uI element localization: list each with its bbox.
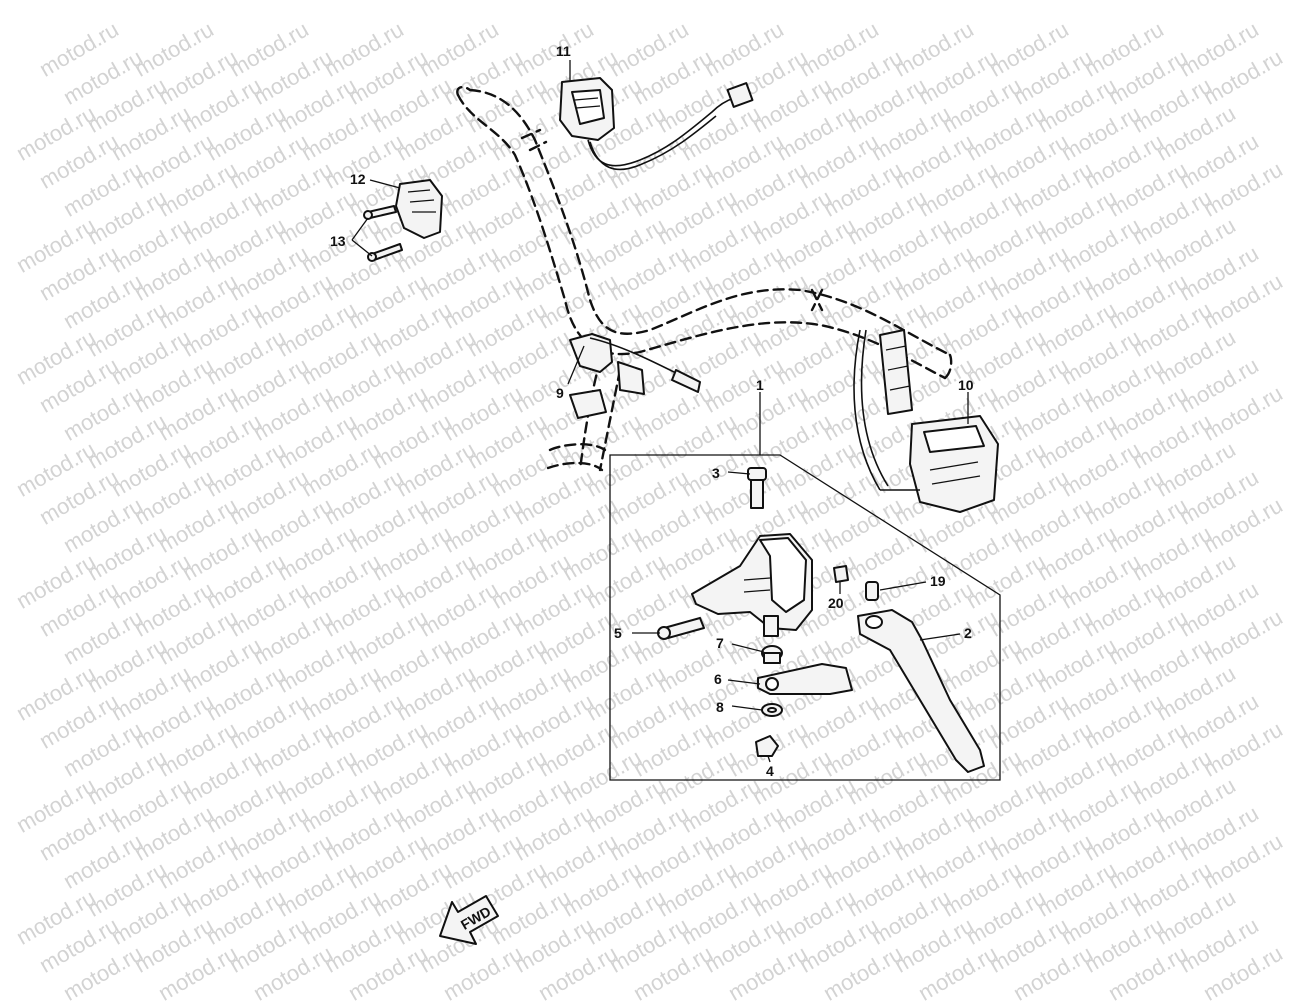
- callout-10: 10: [958, 377, 974, 393]
- switch-assembly-11: [559, 77, 754, 171]
- callout-13: 13: [330, 233, 346, 249]
- callout-2: 2: [964, 625, 972, 641]
- callout-6: 6: [714, 671, 722, 687]
- washer-8: [761, 703, 783, 717]
- clamp-12: [395, 179, 443, 239]
- callout-4: 4: [766, 763, 774, 779]
- callout-1: 1: [756, 377, 764, 393]
- handlebar-outline: [456, 85, 953, 472]
- callout-3: 3: [712, 465, 720, 481]
- bolt-3: [747, 467, 767, 509]
- bush-7: [761, 645, 783, 664]
- fwd-arrow: FWD: [439, 895, 499, 945]
- callout-7: 7: [716, 635, 724, 651]
- switch-assembly-10: [853, 329, 999, 513]
- clip-20: [833, 565, 849, 583]
- leader-lines: [351, 60, 969, 763]
- callout-labels: 11 12 13 9 10 1 3 5 7 6 8 4 19 20 2: [330, 43, 974, 779]
- lever-2: [857, 609, 985, 773]
- detail-frame: [609, 454, 1001, 781]
- callout-12: 12: [350, 171, 366, 187]
- arm-6: [757, 663, 853, 695]
- callout-9: 9: [556, 385, 564, 401]
- screws-13: [363, 205, 403, 262]
- callout-5: 5: [614, 625, 622, 641]
- callout-8: 8: [716, 699, 724, 715]
- nut-4: [755, 735, 779, 757]
- callout-20: 20: [828, 595, 844, 611]
- callout-11: 11: [556, 43, 571, 59]
- lever-holder-body: [691, 533, 813, 637]
- pin-19: [865, 581, 879, 601]
- callout-19: 19: [930, 573, 946, 589]
- bracket-9: [569, 333, 701, 419]
- screw-5: [657, 617, 705, 640]
- exploded-parts-diagram: FWD 11 12 13 9 10 1 3 5 7 6 8 4 19 20 2: [330, 43, 1001, 945]
